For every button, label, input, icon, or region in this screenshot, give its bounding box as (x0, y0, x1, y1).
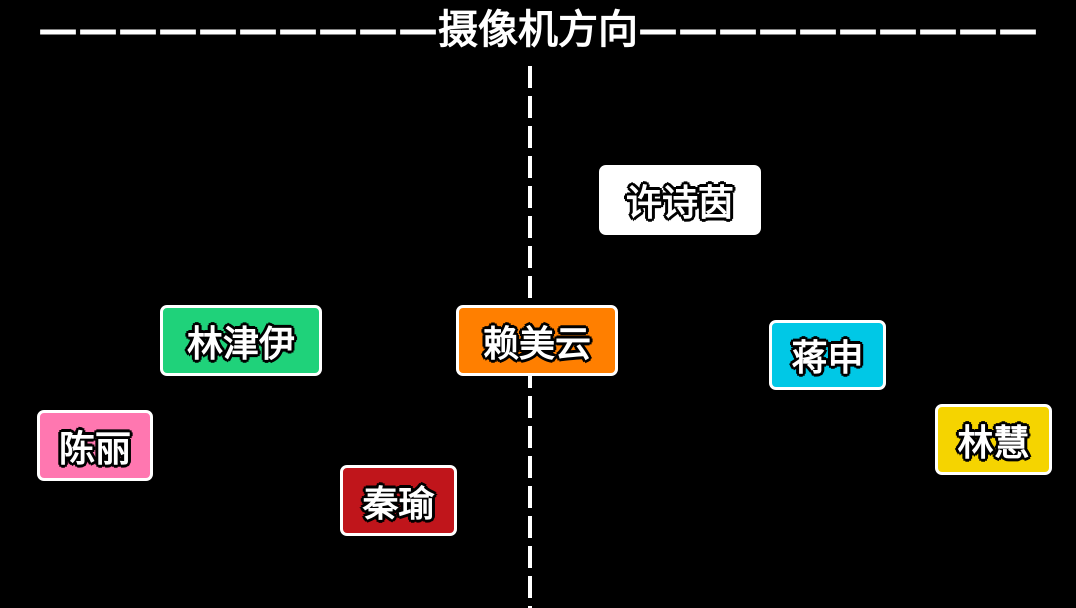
name-tag-lai-meiyun: 赖美云 (456, 305, 618, 376)
name-tag-jiang-shen: 蒋申 (769, 320, 886, 390)
name-tag-lin-hui: 林慧 (935, 404, 1052, 475)
name-tag-chen-li: 陈丽 (37, 410, 153, 481)
name-tag-xu-shiyin: 许诗茵 (599, 165, 761, 235)
name-tag-lin-jinyi: 林津伊 (160, 305, 322, 376)
name-tag-qin-yu: 秦瑜 (340, 465, 457, 536)
camera-direction-title: ——————————摄像机方向—————————— (38, 7, 1038, 53)
